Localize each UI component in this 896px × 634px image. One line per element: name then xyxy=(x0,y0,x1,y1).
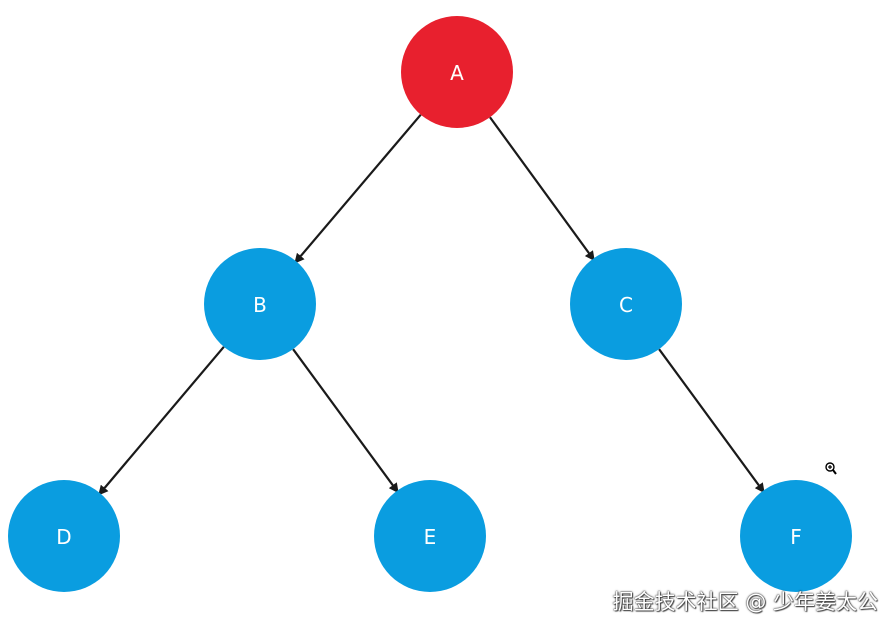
node-label: F xyxy=(790,525,802,549)
edge-a-b xyxy=(294,113,422,264)
node-a: A xyxy=(401,16,513,128)
edge-b-d xyxy=(98,346,225,496)
edge-a-c xyxy=(489,116,596,262)
node-e: E xyxy=(374,480,486,592)
edge-c-f xyxy=(658,348,765,494)
node-label: D xyxy=(56,525,71,549)
edges xyxy=(98,113,765,496)
node-circle xyxy=(8,480,120,592)
node-circle xyxy=(374,480,486,592)
nodes: A B C D E F xyxy=(8,16,852,592)
node-label: C xyxy=(619,293,633,317)
node-circle xyxy=(740,480,852,592)
node-label: E xyxy=(424,525,437,549)
node-f: F xyxy=(740,480,852,592)
node-label: B xyxy=(253,293,267,317)
node-b: B xyxy=(204,248,316,360)
zoom-in-icon xyxy=(825,462,837,475)
node-circle xyxy=(401,16,513,128)
node-circle xyxy=(204,248,316,360)
edge-b-e xyxy=(292,348,399,494)
node-label: A xyxy=(450,61,464,85)
node-circle xyxy=(570,248,682,360)
node-c: C xyxy=(570,248,682,360)
node-d: D xyxy=(8,480,120,592)
watermark: 掘金技术社区 @ 少年姜太公 xyxy=(612,590,878,614)
